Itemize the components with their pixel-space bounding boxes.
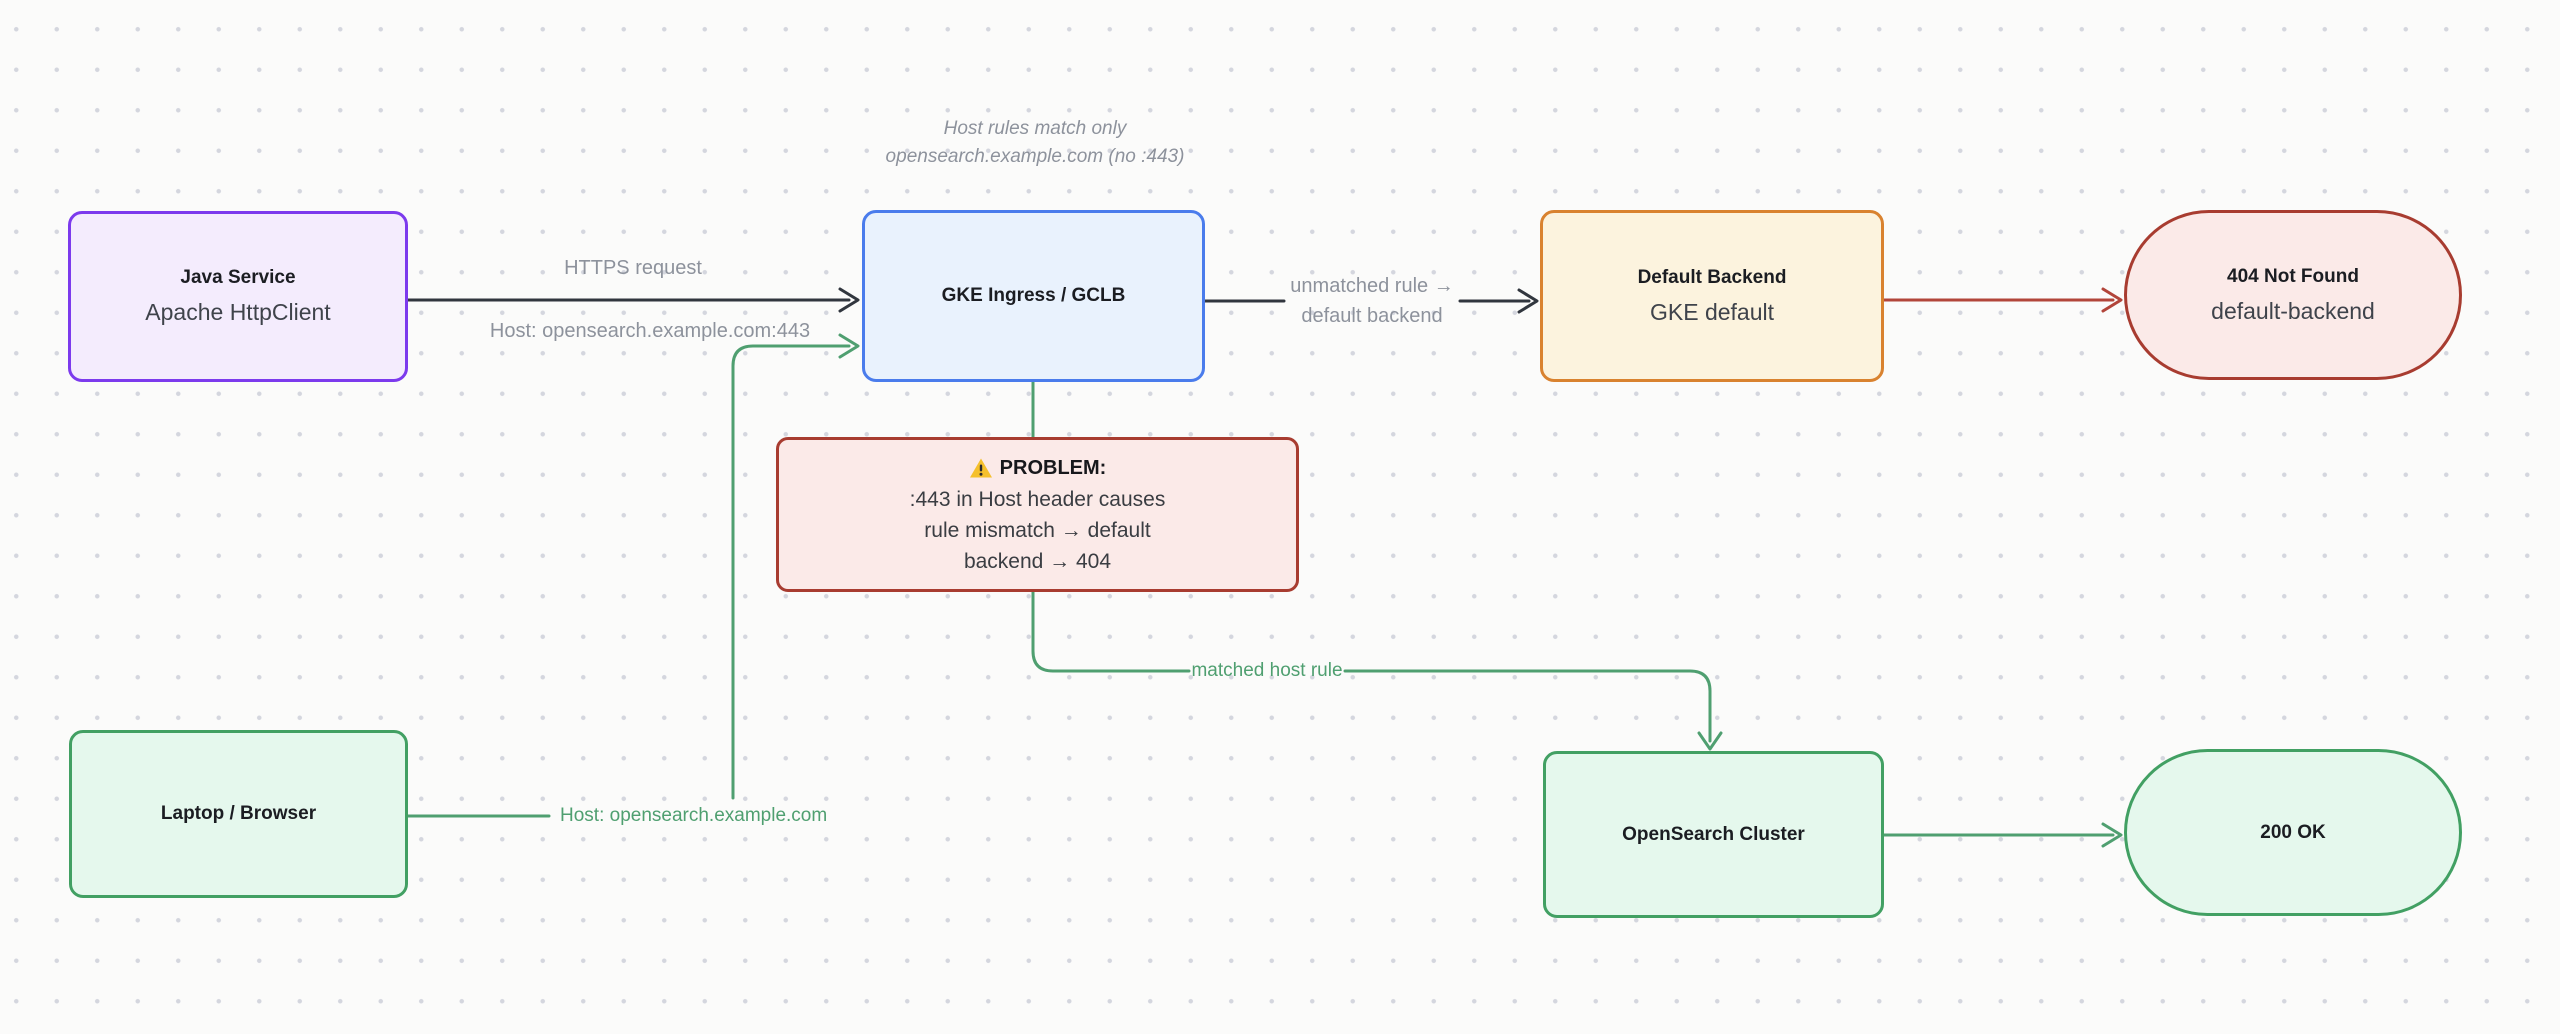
node-200-ok: 200 OK <box>2124 749 2462 916</box>
node-200-ok-title: 200 OK <box>2260 821 2326 843</box>
node-404-title: 404 Not Found <box>2227 265 2359 287</box>
arrow-browser-host-riser <box>731 344 851 800</box>
warning-icon <box>969 457 993 479</box>
arrow-matched-rule-drop <box>1031 380 1191 673</box>
node-default-backend-title: Default Backend <box>1637 266 1787 288</box>
arrow-matched-rule-line <box>1343 669 1712 743</box>
label-browser-host: Host: opensearch.example.com <box>560 805 828 826</box>
node-gke-ingress: GKE Ingress / GCLB <box>862 210 1205 382</box>
node-java-service-subtitle: Apache HttpClient <box>145 299 331 325</box>
problem-line3: backend → 404 <box>963 549 1112 573</box>
node-404-subtitle: default-backend <box>2211 297 2375 324</box>
node-laptop-browser: Laptop / Browser <box>69 730 408 898</box>
label-unmatched-rule-line2: default backend <box>1301 305 1443 327</box>
node-laptop-title: Laptop / Browser <box>160 803 317 824</box>
label-unmatched-rule-line1: unmatched rule → <box>1290 275 1454 297</box>
node-opensearch-title: OpenSearch Cluster <box>1622 823 1805 845</box>
problem-line2: rule mismatch → default <box>924 518 1151 542</box>
host-rules-note-line1: Host rules match only <box>943 118 1127 139</box>
label-host-header-443: Host: opensearch.example.com:443 <box>489 320 811 342</box>
problem-line1: :443 in Host header causes <box>909 487 1166 511</box>
arrow-https-request-head <box>838 287 860 313</box>
node-default-backend: Default Backend GKE default <box>1540 210 1884 382</box>
arrow-404-head <box>2101 287 2123 313</box>
host-rules-note-line2: opensearch.example.com (no :443) <box>885 146 1185 167</box>
node-gke-ingress-title: GKE Ingress / GCLB <box>941 285 1126 306</box>
label-https-request: HTTPS request <box>564 257 702 279</box>
node-404-not-found: 404 Not Found default-backend <box>2124 210 2462 380</box>
node-problem-callout: PROBLEM: :443 in Host header causes rule… <box>776 437 1299 592</box>
node-java-service: Java Service Apache HttpClient <box>68 211 408 382</box>
host-rules-note: Host rules match only opensearch.example… <box>886 115 1185 171</box>
problem-title-row: PROBLEM: <box>969 453 1107 484</box>
arrow-unmatched-rule-head <box>1517 288 1539 314</box>
node-opensearch-cluster: OpenSearch Cluster <box>1543 751 1884 918</box>
node-default-backend-subtitle: GKE default <box>1649 298 1775 325</box>
arrow-matched-rule-head <box>1697 731 1723 751</box>
problem-title: PROBLEM: <box>999 456 1107 479</box>
node-java-service-title: Java Service <box>180 267 296 288</box>
arrow-200-ok-head <box>2101 822 2123 848</box>
label-unmatched-rule: unmatched rule → default backend <box>1290 271 1453 331</box>
arrow-browser-host-head <box>838 333 860 359</box>
label-matched-host-rule: matched host rule <box>1191 660 1343 681</box>
